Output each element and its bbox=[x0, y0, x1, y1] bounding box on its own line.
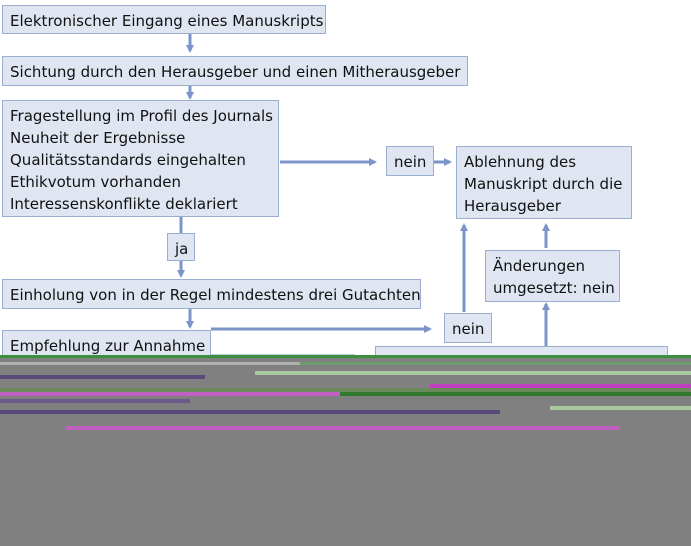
glitch-stripe bbox=[0, 362, 300, 365]
rejection-line: Ablehnung des bbox=[464, 153, 577, 171]
glitch-stripe bbox=[0, 355, 691, 358]
label-nein-criteria-text: nein bbox=[394, 153, 427, 171]
glitch-stripe bbox=[0, 410, 500, 414]
box-changes-not-implemented: Änderungen umgesetzt: nein bbox=[485, 250, 620, 302]
glitch-stripe bbox=[430, 384, 691, 388]
criteria-item: Neuheit der Ergebnisse bbox=[10, 129, 186, 147]
box-editor-review: Sichtung durch den Herausgeber und einen… bbox=[2, 56, 468, 86]
criteria-item: Qualitätsstandards eingehalten bbox=[10, 151, 246, 169]
box-obtain-reviews-text: Einholung von in der Regel mindestens dr… bbox=[10, 286, 421, 304]
rejection-line: Manuskript durch die bbox=[464, 175, 623, 193]
box-criteria: Fragestellung im Profil des Journals Neu… bbox=[2, 100, 279, 217]
box-editor-review-text: Sichtung durch den Herausgeber und einen… bbox=[10, 63, 461, 81]
box-obtain-reviews: Einholung von in der Regel mindestens dr… bbox=[2, 279, 421, 309]
box-manuscript-received: Elektronischer Eingang eines Manuskripts bbox=[2, 5, 326, 34]
glitch-stripe bbox=[0, 399, 190, 403]
glitch-stripe bbox=[300, 362, 691, 365]
glitch-stripe bbox=[340, 392, 691, 396]
glitch-stripe bbox=[255, 371, 691, 375]
criteria-item: Fragestellung im Profil des Journals bbox=[10, 107, 273, 125]
label-nein-reviews: nein bbox=[444, 313, 492, 343]
changes-line: Änderungen bbox=[493, 257, 585, 275]
label-ja-text: ja bbox=[175, 240, 189, 258]
corrupted-image-area bbox=[0, 355, 691, 546]
label-nein-reviews-text: nein bbox=[452, 320, 485, 338]
box-recommend-acceptance-text: Empfehlung zur Annahme bbox=[10, 337, 206, 355]
glitch-stripe bbox=[0, 388, 690, 392]
box-rejection: Ablehnung des Manuskript durch die Herau… bbox=[456, 146, 632, 219]
criteria-item: Interessenskonflikte deklariert bbox=[10, 195, 238, 213]
label-ja: ja bbox=[167, 233, 195, 261]
glitch-stripe bbox=[0, 392, 340, 396]
changes-line: umgesetzt: nein bbox=[493, 279, 615, 297]
glitch-stripe bbox=[0, 375, 205, 379]
label-nein-criteria: nein bbox=[386, 146, 434, 176]
glitch-stripe bbox=[66, 426, 620, 430]
criteria-item: Ethikvotum vorhanden bbox=[10, 173, 181, 191]
rejection-line: Herausgeber bbox=[464, 197, 561, 215]
glitch-stripe bbox=[550, 406, 691, 410]
box-manuscript-received-text: Elektronischer Eingang eines Manuskripts bbox=[10, 12, 324, 30]
